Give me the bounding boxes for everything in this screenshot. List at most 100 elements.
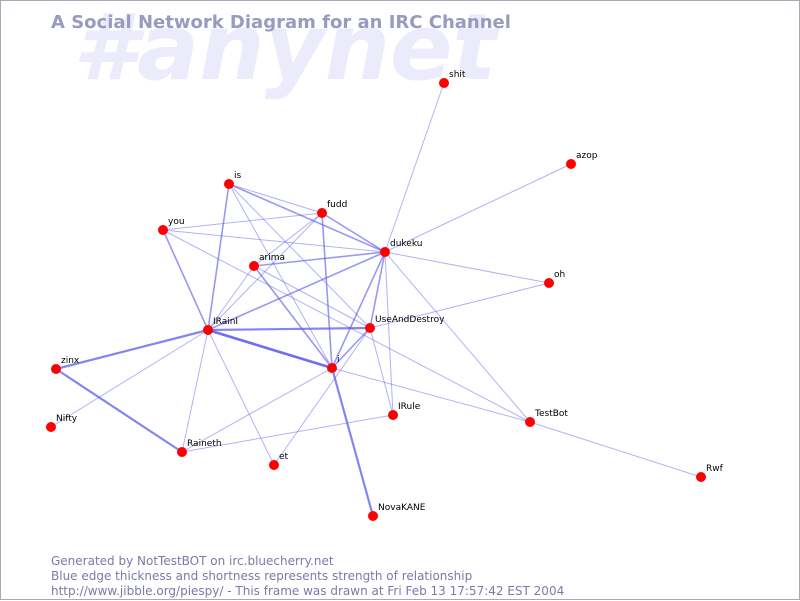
edge-arima-i bbox=[253, 265, 333, 369]
node-i: i bbox=[327, 355, 340, 373]
node-IRainI: IRainI bbox=[203, 317, 238, 335]
node-label: Nifty bbox=[56, 414, 78, 424]
node-dot bbox=[365, 323, 375, 333]
node-dot bbox=[368, 511, 378, 521]
node-IRule: IRule bbox=[388, 402, 421, 420]
node-label: arima bbox=[259, 253, 285, 263]
node-label: i bbox=[337, 355, 340, 365]
node-oh: oh bbox=[544, 270, 565, 288]
edge-IRainI-fudd bbox=[207, 212, 323, 331]
node-label: azop bbox=[576, 151, 598, 161]
node-Nifty: Nifty bbox=[46, 414, 78, 432]
footer-generated-by: Generated by NotTestBOT on irc.bluecherr… bbox=[51, 554, 334, 568]
footer-edge-legend: Blue edge thickness and shortness repres… bbox=[51, 569, 473, 583]
node-UseAndDestroy: UseAndDestroy bbox=[365, 315, 445, 333]
node-label: et bbox=[279, 452, 289, 462]
node-dot bbox=[388, 410, 398, 420]
edge-IRainI-you bbox=[162, 229, 209, 331]
node-label: is bbox=[234, 171, 242, 181]
edge-dukeku-IRule bbox=[384, 251, 394, 416]
edge-is-i bbox=[228, 183, 333, 369]
edge-IRainI-Raineth bbox=[181, 329, 209, 453]
node-dot bbox=[327, 363, 337, 373]
edge-is-UseAndDestroy bbox=[228, 183, 371, 329]
node-dot bbox=[51, 364, 61, 374]
node-label: zinx bbox=[61, 356, 80, 366]
edge-IRainI-dukeku bbox=[207, 251, 386, 331]
edge-is-dukeku bbox=[228, 183, 386, 253]
node-dot bbox=[566, 159, 576, 169]
edge-UseAndDestroy-i bbox=[331, 327, 371, 369]
node-label: NovaKANE bbox=[378, 503, 426, 513]
node-you: you bbox=[158, 217, 185, 235]
node-azop: azop bbox=[566, 151, 598, 169]
edge-IRainI-UseAndDestroy bbox=[207, 326, 371, 332]
node-dot bbox=[317, 208, 327, 218]
edge-arima-UseAndDestroy bbox=[253, 265, 371, 329]
edge-i-Raineth bbox=[181, 367, 333, 453]
edge-fudd-dukeku bbox=[321, 212, 386, 253]
edge-zinx-Raineth bbox=[55, 368, 183, 453]
node-dot bbox=[224, 179, 234, 189]
node-is: is bbox=[224, 171, 242, 189]
edge-dukeku-i bbox=[331, 251, 386, 369]
edge-IRainI-i bbox=[207, 328, 333, 370]
node-dot bbox=[177, 447, 187, 457]
edge-Raineth-IRule bbox=[181, 414, 394, 453]
node-NovaKANE: NovaKANE bbox=[368, 503, 426, 521]
edge-fudd-i bbox=[321, 212, 333, 369]
node-label: IRainI bbox=[213, 317, 238, 327]
edge-TestBot-Rwf bbox=[529, 421, 702, 478]
node-label: Rwf bbox=[706, 464, 724, 474]
edge-fudd-you bbox=[162, 212, 323, 231]
edge-dukeku-shit bbox=[384, 82, 445, 253]
node-dot bbox=[380, 247, 390, 257]
node-label: Raineth bbox=[187, 439, 222, 449]
node-label: shit bbox=[449, 70, 466, 80]
edge-IRainI-is bbox=[207, 183, 230, 331]
footer-info: Generated by NotTestBOT on irc.bluecherr… bbox=[51, 554, 564, 599]
edge-you-TestBot bbox=[162, 229, 531, 423]
node-label: TestBot bbox=[534, 409, 568, 419]
edge-UseAndDestroy-et bbox=[273, 327, 371, 466]
edge-you-dukeku bbox=[162, 229, 386, 253]
node-Rwf: Rwf bbox=[696, 464, 724, 482]
node-label: IRule bbox=[398, 402, 421, 412]
edge-layer bbox=[50, 82, 702, 517]
edge-i-TestBot bbox=[331, 367, 531, 423]
node-dot bbox=[158, 225, 168, 235]
edge-UseAndDestroy-IRule bbox=[369, 327, 394, 416]
diagram-title: A Social Network Diagram for an IRC Chan… bbox=[51, 12, 511, 33]
edge-dukeku-TestBot bbox=[384, 251, 531, 423]
node-label: dukeku bbox=[390, 239, 422, 249]
edge-IRainI-zinx bbox=[55, 328, 209, 371]
node-fudd: fudd bbox=[317, 200, 347, 218]
node-label: fudd bbox=[327, 200, 347, 210]
edge-IRainI-et bbox=[207, 329, 275, 466]
footer-timestamp: http://www.jibble.org/piespy/ - This fra… bbox=[51, 584, 565, 598]
edge-UseAndDestroy-oh bbox=[369, 282, 550, 329]
node-label: you bbox=[168, 217, 185, 227]
node-dukeku: dukeku bbox=[380, 239, 422, 257]
edge-dukeku-azop bbox=[384, 163, 572, 253]
edge-dukeku-oh bbox=[384, 251, 550, 284]
edge-arima-dukeku bbox=[253, 251, 386, 267]
node-dot bbox=[544, 278, 554, 288]
node-dot bbox=[525, 417, 535, 427]
node-dot bbox=[696, 472, 706, 482]
node-et: et bbox=[269, 452, 289, 470]
edge-IRainI-arima bbox=[207, 265, 255, 331]
node-label: oh bbox=[554, 270, 565, 280]
edge-i-NovaKANE bbox=[330, 367, 375, 517]
edge-IRainI-Nifty bbox=[50, 329, 209, 428]
edge-dukeku-UseAndDestroy bbox=[369, 251, 386, 329]
node-arima: arima bbox=[249, 253, 285, 271]
node-dot bbox=[269, 460, 279, 470]
node-dot bbox=[203, 325, 213, 335]
edge-is-fudd bbox=[228, 183, 323, 214]
node-shit: shit bbox=[439, 70, 466, 88]
node-TestBot: TestBot bbox=[525, 409, 568, 427]
